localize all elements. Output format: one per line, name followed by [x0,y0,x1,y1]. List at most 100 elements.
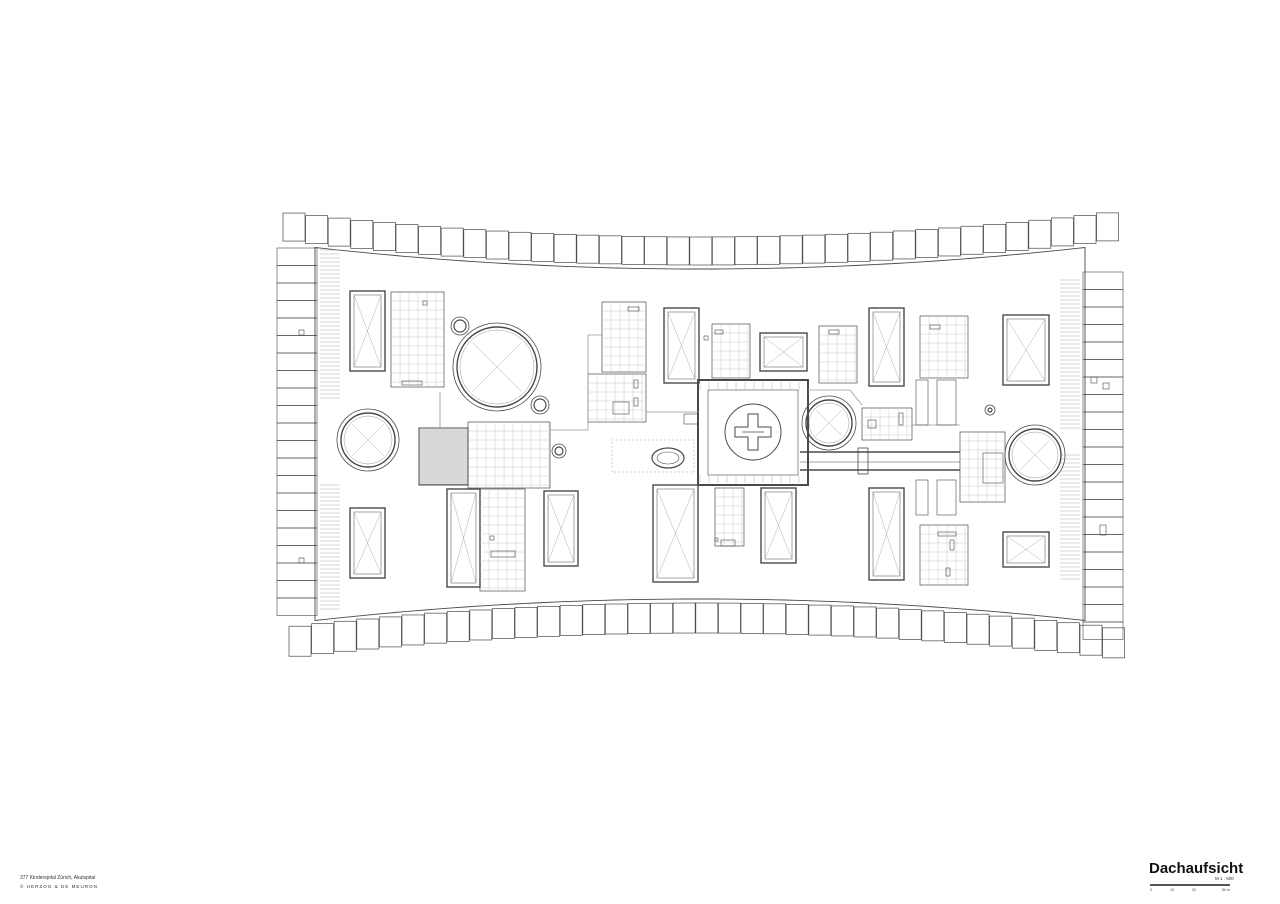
scale-tick-3: 50 m [1222,888,1230,892]
office-credit: © HERZOG & DE MEURON [20,884,99,889]
roof-detail-9 [703,335,709,341]
roof-detail-13 [828,329,840,335]
facade-box-right [1082,271,1124,290]
facade-box-top [915,229,939,258]
facade-box-bottom [424,612,447,644]
facade-box-bottom [921,610,945,642]
facade-box-bottom [1102,627,1125,659]
roof-detail-6 [633,379,639,389]
facade-box-top [802,234,826,264]
roof-detail-19 [949,539,955,551]
roof-detail-17 [937,531,957,537]
helipad-frame [697,379,809,486]
path-4 [808,389,863,406]
facade-box-bottom [356,618,380,650]
facade-box-right [1082,551,1124,570]
facade-box-bottom [1057,622,1080,654]
facade-box-left [276,352,318,371]
facade-box-top [621,235,645,265]
facade-box-right [1082,464,1124,483]
ellipse-inner [656,451,680,465]
facade-box-bottom [559,605,583,636]
facade-box-top [1028,219,1052,249]
facade-box-top [305,215,328,245]
facade-box-bottom [1034,620,1058,651]
scale-tick-1: 10 [1170,888,1174,892]
facade-box-bottom [514,607,538,638]
small-ring-3 [551,443,567,459]
roof-detail-25 [936,479,957,516]
facade-box-right [1082,411,1124,430]
facade-box-top [1051,217,1074,247]
helipad-cross [734,413,772,451]
roof-detail-1 [401,380,423,386]
facade-box-bottom [469,609,493,641]
skylight-5 [663,307,700,384]
facade-box-left [276,597,318,616]
facade-box-top [418,226,441,255]
round-skylight-center [801,395,857,451]
tiled-patch-9 [919,315,969,379]
facade-box-bottom [446,611,470,642]
tiled-patch-8 [714,487,745,547]
facade-box-top [757,235,780,265]
tiled-patch-3 [479,488,526,592]
tiled-patch-2 [467,421,551,489]
scale-tick-2: 20 [1192,888,1196,892]
facade-box-right [1082,446,1124,465]
facade-box-top [847,232,871,262]
facade-box-top [282,212,306,242]
roof-outline [314,246,1086,622]
vent-right [1090,376,1098,384]
tiled-patch-1 [390,291,445,388]
facade-box-bottom [1011,617,1035,649]
round-skylight-left [336,408,400,472]
roof-detail-8 [633,397,639,407]
roof-detail-12 [714,537,719,542]
hatched-area [418,427,469,486]
facade-box-right [1082,394,1124,413]
helipad-inner [707,389,799,476]
facade-box-top [689,236,713,266]
facade-box-bottom [537,605,560,637]
roof-detail-16 [929,324,941,330]
facade-box-left [276,282,318,301]
facade-box-top [1073,215,1097,244]
facade-box-top [373,222,396,251]
facade-box-bottom [1079,624,1103,656]
facade-box-right [1082,306,1124,325]
facade-box-right [1082,534,1124,553]
facade-box-top [779,235,803,265]
facade-box-top [825,233,848,263]
facade-box-bottom [808,604,832,636]
roof-detail-21 [683,413,699,425]
facade-box-bottom [627,603,651,634]
facade-box-left [276,440,318,459]
facade-box-right [1082,516,1124,535]
skylight-7 [652,484,699,583]
small-ring-4 [984,404,996,416]
small-ring-1 [450,316,470,336]
scale-label: M 1 : 500 [1215,876,1234,881]
facade-box-left [276,370,318,389]
facade-box-top [531,233,554,262]
roof-detail-3 [489,535,495,541]
skylight-10 [868,487,905,581]
walkway-gate [857,447,869,475]
facade-box-top [463,229,487,258]
round-skylight-right [1004,424,1066,486]
facade-box-left [276,265,318,284]
facade-box-right [1082,621,1124,640]
facade-box-top [870,231,893,261]
facade-box-top [395,224,419,253]
roof-detail-2 [422,300,428,306]
facade-box-bottom [876,607,899,639]
tiled-patch-10 [959,431,1006,503]
facade-box-bottom [582,604,606,635]
facade-box-right [1082,499,1124,518]
facade-box-right [1082,359,1124,378]
facade-box-left [276,562,318,581]
roof-detail-10 [714,329,724,335]
roof-detail-23 [936,379,957,426]
